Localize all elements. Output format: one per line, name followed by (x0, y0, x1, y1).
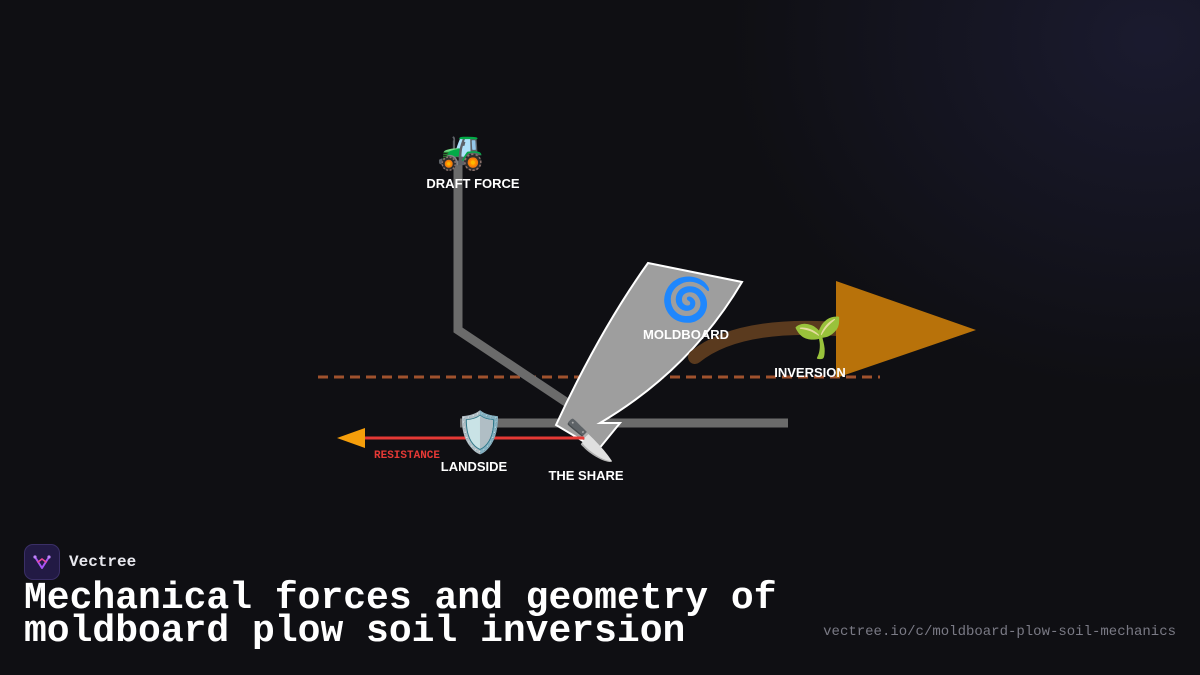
knife-icon: 🔪 (565, 417, 615, 463)
page-title: Mechanical forces and geometry of moldbo… (24, 577, 777, 653)
label-resistance: RESISTANCE (374, 450, 440, 462)
inversion-arrow (836, 281, 976, 378)
brand: Vectree (24, 544, 136, 580)
seedling-icon: 🌱 (793, 316, 843, 360)
tractor-icon: 🚜 (437, 130, 484, 172)
brand-name: Vectree (69, 553, 137, 571)
moldboard-surface (554, 261, 744, 452)
label-inversion: INVERSION (774, 365, 846, 380)
label-landside: LANDSIDE (441, 459, 508, 474)
plow-beam (453, 165, 578, 412)
label-the-share: THE SHARE (548, 468, 623, 483)
source-url[interactable]: vectree.io/c/moldboard-plow-soil-mechani… (823, 624, 1176, 640)
vectree-logo-icon (24, 544, 60, 580)
spiral-icon: 🌀 (661, 274, 713, 324)
soil-flow-curve (688, 320, 857, 364)
label-draft-force: DRAFT FORCE (426, 176, 519, 191)
label-moldboard: MOLDBOARD (643, 327, 729, 342)
shield-icon: 🛡️ (455, 409, 505, 455)
resistance-arrow-head (337, 428, 365, 448)
